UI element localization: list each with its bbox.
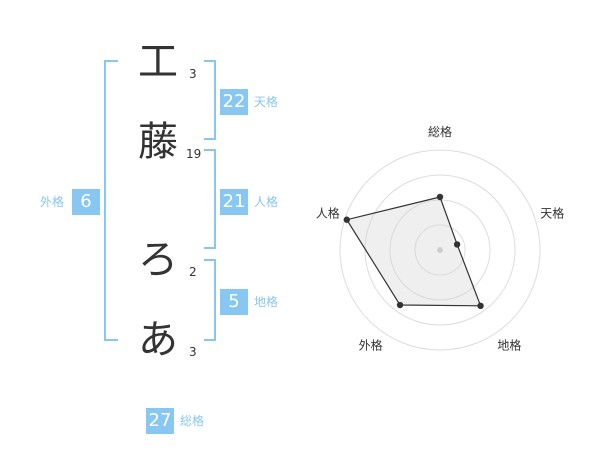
radar-point-5 xyxy=(343,216,350,223)
name-char-4: あ xyxy=(138,317,178,363)
gaikaku-bracket xyxy=(104,60,118,341)
radar-point-1 xyxy=(436,193,444,201)
tenkaku-label: 天格 xyxy=(254,95,279,109)
chikaku-label: 地格 xyxy=(254,295,279,309)
stroke-count-4: 3 xyxy=(189,345,197,359)
radar-ring-1 xyxy=(414,224,466,276)
tenkaku-value: 22 xyxy=(220,89,248,115)
radar-ring-4 xyxy=(339,149,541,351)
name-char-3: ろ xyxy=(138,237,178,283)
soukaku-value: 27 xyxy=(146,408,174,434)
radar-axis-label-4: 外格 xyxy=(359,338,383,353)
name-char-1: 工 xyxy=(138,39,178,85)
radar-polygon xyxy=(345,196,482,307)
gaikaku-label: 外格 xyxy=(40,195,65,209)
radar-axis-label-5: 人格 xyxy=(316,206,340,221)
chikaku-value: 5 xyxy=(220,289,248,315)
jinkaku-bracket xyxy=(204,149,216,249)
radar-axis-label-1: 総格 xyxy=(428,124,452,139)
gaikaku-value: 6 xyxy=(72,189,100,215)
radar-center xyxy=(437,247,443,253)
radar-point-4 xyxy=(396,301,404,309)
chikaku-bracket xyxy=(204,259,216,341)
jinkaku-label: 人格 xyxy=(254,195,279,209)
tenkaku-bracket xyxy=(204,60,216,140)
radar-axis-label-3: 地格 xyxy=(497,338,521,353)
jinkaku-value: 21 xyxy=(220,189,248,215)
name-char-2: 藤 xyxy=(138,119,178,165)
radar-point-3 xyxy=(477,302,484,310)
soukaku-label: 総格 xyxy=(180,414,205,428)
stroke-count-1: 3 xyxy=(189,67,197,81)
stroke-count-3: 2 xyxy=(189,265,197,279)
radar-axis-label-2: 天格 xyxy=(540,206,564,221)
stroke-count-2: 19 xyxy=(186,147,202,161)
radar-point-2 xyxy=(453,241,461,248)
